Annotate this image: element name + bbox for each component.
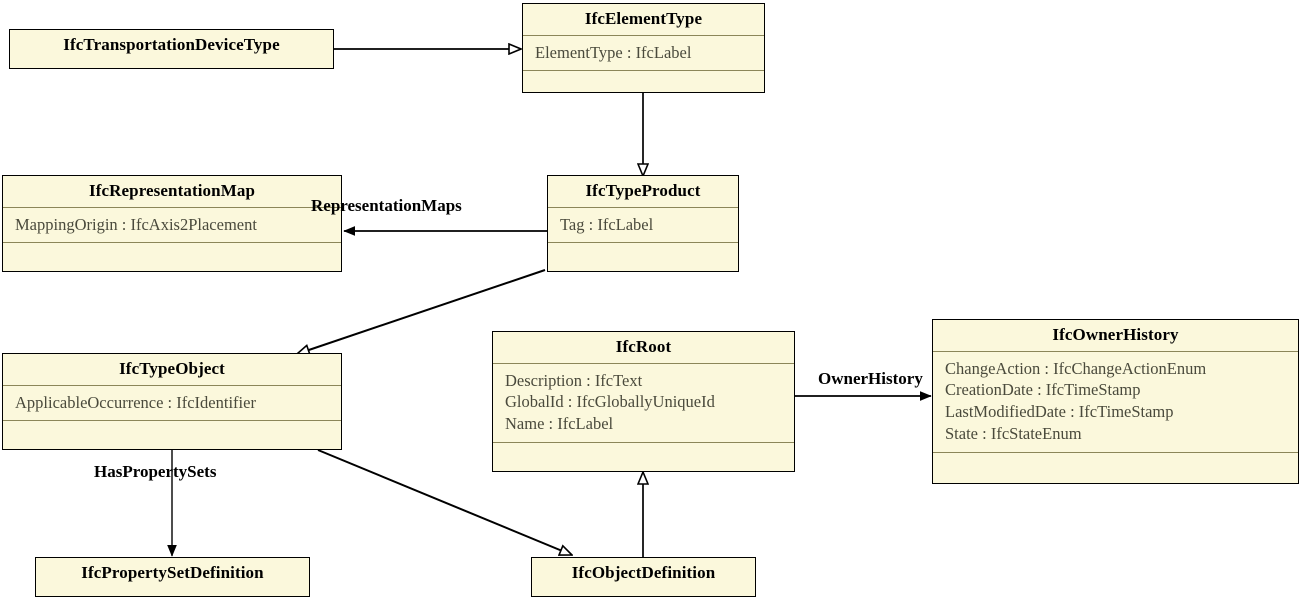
class-name-ifcroot: IfcRoot — [615, 337, 672, 356]
class-operations-ifcroot — [493, 441, 794, 460]
attribute-row: LastModifiedDate : IfcTimeStamp — [945, 402, 1174, 422]
edge-label-ownerhistory: OwnerHistory — [818, 369, 923, 388]
class-name-ifcelementtype: IfcElementType — [584, 9, 703, 28]
edge-label-haspropertysets: HasPropertySets — [94, 462, 217, 481]
class-box-ifctypeproduct[interactable]: IfcTypeProduct Tag : IfcLabel — [547, 175, 739, 272]
class-attributes-ifcelementtype: ElementType : IfcLabel — [523, 34, 764, 71]
edge-label-representationmaps: RepresentationMaps — [311, 196, 462, 215]
class-name-ifcobjectdefinition: IfcObjectDefinition — [571, 563, 716, 582]
attribute-row: Tag : IfcLabel — [560, 214, 654, 234]
class-name-ifcrepresentationmap: IfcRepresentationMap — [89, 181, 255, 200]
attribute-row: ChangeAction : IfcChangeActionEnum — [945, 358, 1207, 378]
class-box-ifcelementtype[interactable]: IfcElementType ElementType : IfcLabel — [522, 3, 765, 93]
attribute-row: Description : IfcText — [505, 370, 643, 390]
class-name-ifctypeobject: IfcTypeObject — [119, 359, 225, 378]
class-box-ifctypeobject[interactable]: IfcTypeObject ApplicableOccurrence : Ifc… — [2, 353, 342, 450]
class-attributes-ifcroot: Description : IfcText GlobalId : IfcGlob… — [493, 362, 794, 442]
class-name-ifctransportationdevicetype: IfcTransportationDeviceType — [63, 35, 280, 54]
class-attributes-ifctypeproduct: Tag : IfcLabel — [548, 206, 738, 243]
class-operations-ifcelementtype — [523, 70, 764, 88]
attribute-row: GlobalId : IfcGloballyUniqueId — [505, 392, 715, 412]
class-box-ifcpropertysetdefinition[interactable]: IfcPropertySetDefinition — [35, 557, 310, 597]
class-operations-ifctypeobject — [3, 420, 341, 438]
class-attributes-ifcrepresentationmap: MappingOrigin : IfcAxis2Placement — [3, 206, 341, 243]
class-box-ifcroot[interactable]: IfcRoot Description : IfcText GlobalId :… — [492, 331, 795, 472]
attribute-row: State : IfcStateEnum — [945, 423, 1082, 443]
attribute-row: Name : IfcLabel — [505, 414, 614, 434]
class-box-ifcrepresentationmap[interactable]: IfcRepresentationMap MappingOrigin : Ifc… — [2, 175, 342, 272]
attribute-row: CreationDate : IfcTimeStamp — [945, 380, 1141, 400]
class-name-ifcpropertysetdefinition: IfcPropertySetDefinition — [81, 563, 264, 582]
class-box-ifcownerhistory[interactable]: IfcOwnerHistory ChangeAction : IfcChange… — [932, 319, 1299, 484]
class-name-ifcownerhistory: IfcOwnerHistory — [1052, 325, 1179, 344]
class-operations-ifctypeproduct — [548, 242, 738, 260]
attribute-row: ApplicableOccurrence : IfcIdentifier — [15, 392, 256, 412]
class-name-ifctypeproduct: IfcTypeProduct — [585, 181, 701, 200]
class-box-ifcobjectdefinition[interactable]: IfcObjectDefinition — [531, 557, 756, 597]
class-box-ifctransportationdevicetype[interactable]: IfcTransportationDeviceType — [9, 29, 334, 69]
class-operations-ifcrepresentationmap — [3, 242, 341, 260]
attribute-row: ElementType : IfcLabel — [535, 42, 692, 62]
attribute-row: MappingOrigin : IfcAxis2Placement — [15, 214, 257, 234]
class-attributes-ifcownerhistory: ChangeAction : IfcChangeActionEnum Creat… — [933, 350, 1298, 452]
class-operations-ifcownerhistory — [933, 451, 1298, 470]
class-attributes-ifctypeobject: ApplicableOccurrence : IfcIdentifier — [3, 384, 341, 421]
